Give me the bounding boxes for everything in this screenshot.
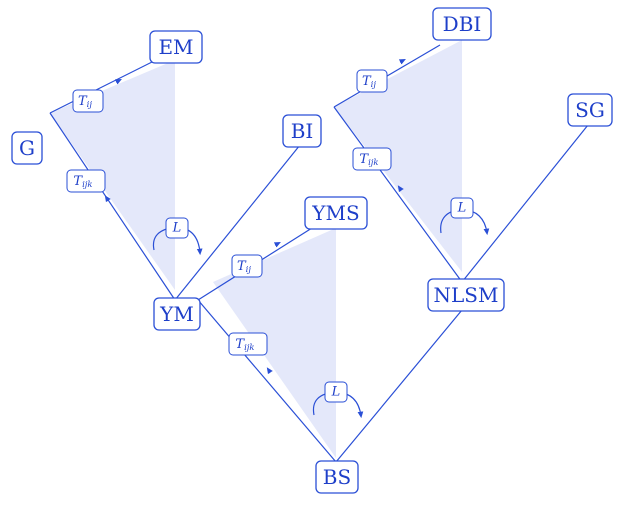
label-t-ijk-bi-nlsm: Tijk: [352, 147, 392, 171]
svg-text:YM: YM: [159, 302, 194, 326]
svg-text:Tij: Tij: [362, 74, 376, 91]
node-sg: SG: [567, 93, 613, 127]
node-bs: BS: [315, 460, 359, 494]
node-ym: YM: [153, 297, 201, 331]
node-bi: BI: [282, 114, 322, 148]
direction-arrow-ym-yms: [273, 242, 281, 248]
svg-text:BI: BI: [291, 119, 314, 143]
node-nlsm: NLSM: [427, 278, 505, 312]
direction-arrow-bs-ym: [266, 367, 273, 375]
label-t-ijk-ym-bs: Tijk: [228, 332, 268, 356]
label-l-bi: L: [450, 197, 474, 219]
svg-text:Tijk: Tijk: [359, 152, 378, 169]
edge-bs-nlsm: [335, 309, 463, 463]
svg-text:BS: BS: [323, 465, 351, 489]
svg-text:YMS: YMS: [311, 201, 359, 225]
edge-bi-nlsm: [333, 106, 463, 283]
edge-g-ym: [49, 112, 176, 301]
svg-text:L: L: [457, 201, 467, 216]
shaded-region-g: [50, 60, 175, 290]
svg-text:Tij: Tij: [237, 259, 251, 276]
svg-text:L: L: [172, 221, 182, 236]
edge-ym-bi: [174, 144, 301, 301]
edge-nlsm-sg: [461, 124, 589, 283]
node-em: EM: [149, 30, 203, 64]
svg-text:DBI: DBI: [443, 12, 482, 36]
label-t-ij-bi-dbi: Tij: [356, 69, 388, 93]
label-t-ij-g-em: Tij: [72, 89, 104, 113]
svg-text:G: G: [19, 136, 35, 160]
label-t-ijk-g-ym: Tijk: [66, 169, 106, 193]
direction-arrow-g-em: [114, 79, 122, 85]
edge-g-em: [49, 57, 161, 114]
shaded-region-ym: [213, 228, 336, 458]
direction-arrow-ym-g: [104, 195, 111, 203]
shaded-region-bi: [334, 40, 462, 272]
label-l-g: L: [165, 217, 189, 239]
node-dbi: DBI: [432, 7, 492, 41]
svg-text:L: L: [331, 385, 341, 400]
label-t-ij-ym-yms: Tij: [231, 254, 263, 278]
svg-text:EM: EM: [158, 35, 193, 59]
svg-text:Tijk: Tijk: [73, 174, 92, 191]
edge-ym-bs: [197, 299, 337, 463]
svg-text:NLSM: NLSM: [434, 283, 499, 307]
node-yms: YMS: [304, 196, 368, 230]
svg-text:Tijk: Tijk: [235, 337, 254, 354]
svg-text:SG: SG: [575, 98, 605, 122]
svg-text:Tij: Tij: [78, 94, 92, 111]
direction-arrow-bi-dbi: [398, 59, 406, 65]
label-l-ym: L: [324, 381, 348, 403]
node-g: G: [11, 131, 43, 165]
direction-arrow-nlsm-bi: [397, 185, 404, 193]
